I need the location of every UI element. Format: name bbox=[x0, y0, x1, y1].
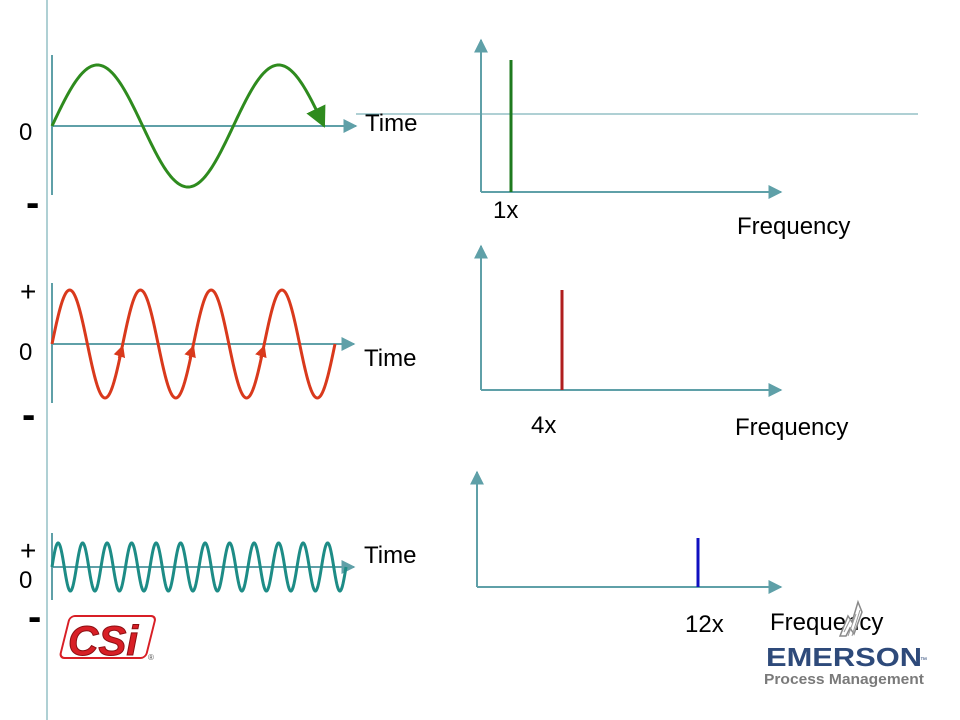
frequency-label: Frequency bbox=[735, 414, 848, 441]
minus-label: - bbox=[26, 181, 39, 225]
plus-label: + bbox=[20, 535, 36, 566]
harmonic-label-1x: 1x bbox=[493, 197, 518, 224]
time-label: Time bbox=[364, 345, 416, 372]
registered-mark: ® bbox=[148, 653, 154, 662]
cycle-marker-arrow bbox=[255, 344, 267, 359]
frequency-label: Frequency bbox=[770, 609, 883, 636]
csi-logo: CSi ® bbox=[59, 615, 156, 665]
zero-label: 0 bbox=[19, 119, 32, 146]
zero-label: 0 bbox=[19, 567, 32, 594]
sine-wave-1x bbox=[50, 63, 326, 189]
time-panel-12x: Time + 0 - bbox=[19, 533, 416, 639]
zero-label: 0 bbox=[19, 339, 32, 366]
plus-label: + bbox=[20, 276, 36, 307]
emerson-logo: EMERSON ™ Process Management bbox=[764, 599, 927, 688]
trademark: ™ bbox=[920, 657, 927, 664]
harmonic-label-12x: 12x bbox=[685, 611, 724, 638]
sine-wave-12x bbox=[50, 541, 348, 593]
emerson-logo-text: EMERSON bbox=[766, 642, 922, 672]
emerson-subtitle: Process Management bbox=[764, 671, 924, 688]
wave-cycle-markers bbox=[113, 344, 267, 359]
minus-label: - bbox=[22, 393, 35, 437]
sine-wave-4x bbox=[50, 288, 337, 400]
csi-logo-text: CSi bbox=[68, 617, 139, 664]
spectrum-panel-12x: 12x Frequency bbox=[470, 470, 883, 638]
time-label: Time bbox=[364, 542, 416, 569]
harmonic-label-4x: 4x bbox=[531, 412, 556, 439]
emerson-mark-icon bbox=[838, 599, 863, 637]
time-panel-1x: Time 0 - bbox=[19, 55, 417, 225]
cycle-marker-arrow bbox=[184, 344, 196, 359]
spectrum-panel-1x: 1x Frequency bbox=[474, 38, 850, 240]
time-label: Time bbox=[365, 110, 417, 137]
minus-label: - bbox=[28, 595, 41, 639]
time-panel-4x: Time + 0 - bbox=[19, 276, 416, 437]
frequency-label: Frequency bbox=[737, 213, 850, 240]
cycle-marker-arrow bbox=[113, 344, 126, 359]
spectrum-panel-4x: 4x Frequency bbox=[474, 244, 848, 441]
